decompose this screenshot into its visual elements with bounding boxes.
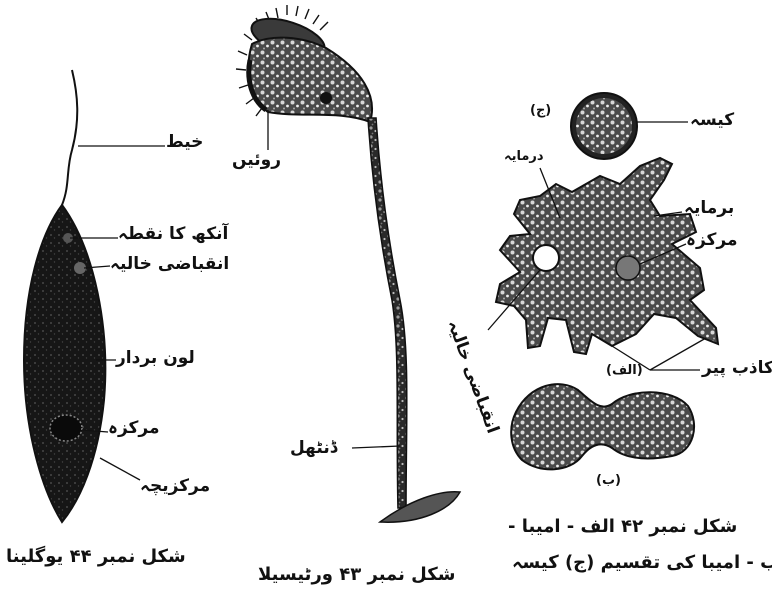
label-nucleolus: مرکزیچہ <box>140 478 210 495</box>
label-nucleus-amoeba: مرکزہ <box>686 232 738 249</box>
euglena-drawing <box>24 70 165 522</box>
vorticella-base <box>380 492 460 522</box>
label-pseudopodia: کاذب پیر <box>702 360 772 377</box>
vorticella-bell <box>249 38 372 122</box>
label-stalk: ڈنٹھل <box>290 440 337 457</box>
label-flagellum: خیط <box>166 134 203 151</box>
label-ectoplasm: برمایہ <box>684 200 734 217</box>
label-cyst: کیسہ <box>690 112 734 129</box>
amoeba-body <box>496 158 718 354</box>
label-cilia: روئیں <box>232 152 281 169</box>
euglena-nucleus <box>50 415 82 441</box>
caption-amoeba-line2: ب - امیبا کی تقسیم (ج) کیسہ <box>512 554 772 572</box>
caption-amoeba-line1: شکل نمبر ۴۲ الف - امیبا - <box>508 518 737 536</box>
euglena-flagellum <box>62 70 77 205</box>
label-chromatophore: لون بردار <box>116 350 195 367</box>
contractile-vacuole <box>533 245 559 271</box>
label-nucleus-euglena: مرکزہ <box>108 420 160 437</box>
caption-vorticella: شکل نمبر ۴۳ ورٹیسیلا <box>258 566 455 584</box>
label-endoplasm: درمایہ <box>504 150 544 163</box>
amoeba-nucleus <box>616 256 640 280</box>
panel-letter-c: (ج) <box>530 104 551 117</box>
vorticella-stalk <box>368 118 407 508</box>
label-contractile-vacuole-euglena: انقباضی خالیہ <box>110 256 229 273</box>
label-eyespot: آنکھ کا نقطہ <box>118 226 228 243</box>
panel-letter-a: (الف) <box>606 364 643 377</box>
dividing-amoeba <box>511 384 694 469</box>
euglena-body <box>24 205 105 522</box>
panel-letter-b: (ب) <box>596 474 621 487</box>
vorticella-drawing <box>236 5 460 522</box>
caption-euglena: شکل نمبر ۴۴ یوگلینا <box>6 548 186 566</box>
